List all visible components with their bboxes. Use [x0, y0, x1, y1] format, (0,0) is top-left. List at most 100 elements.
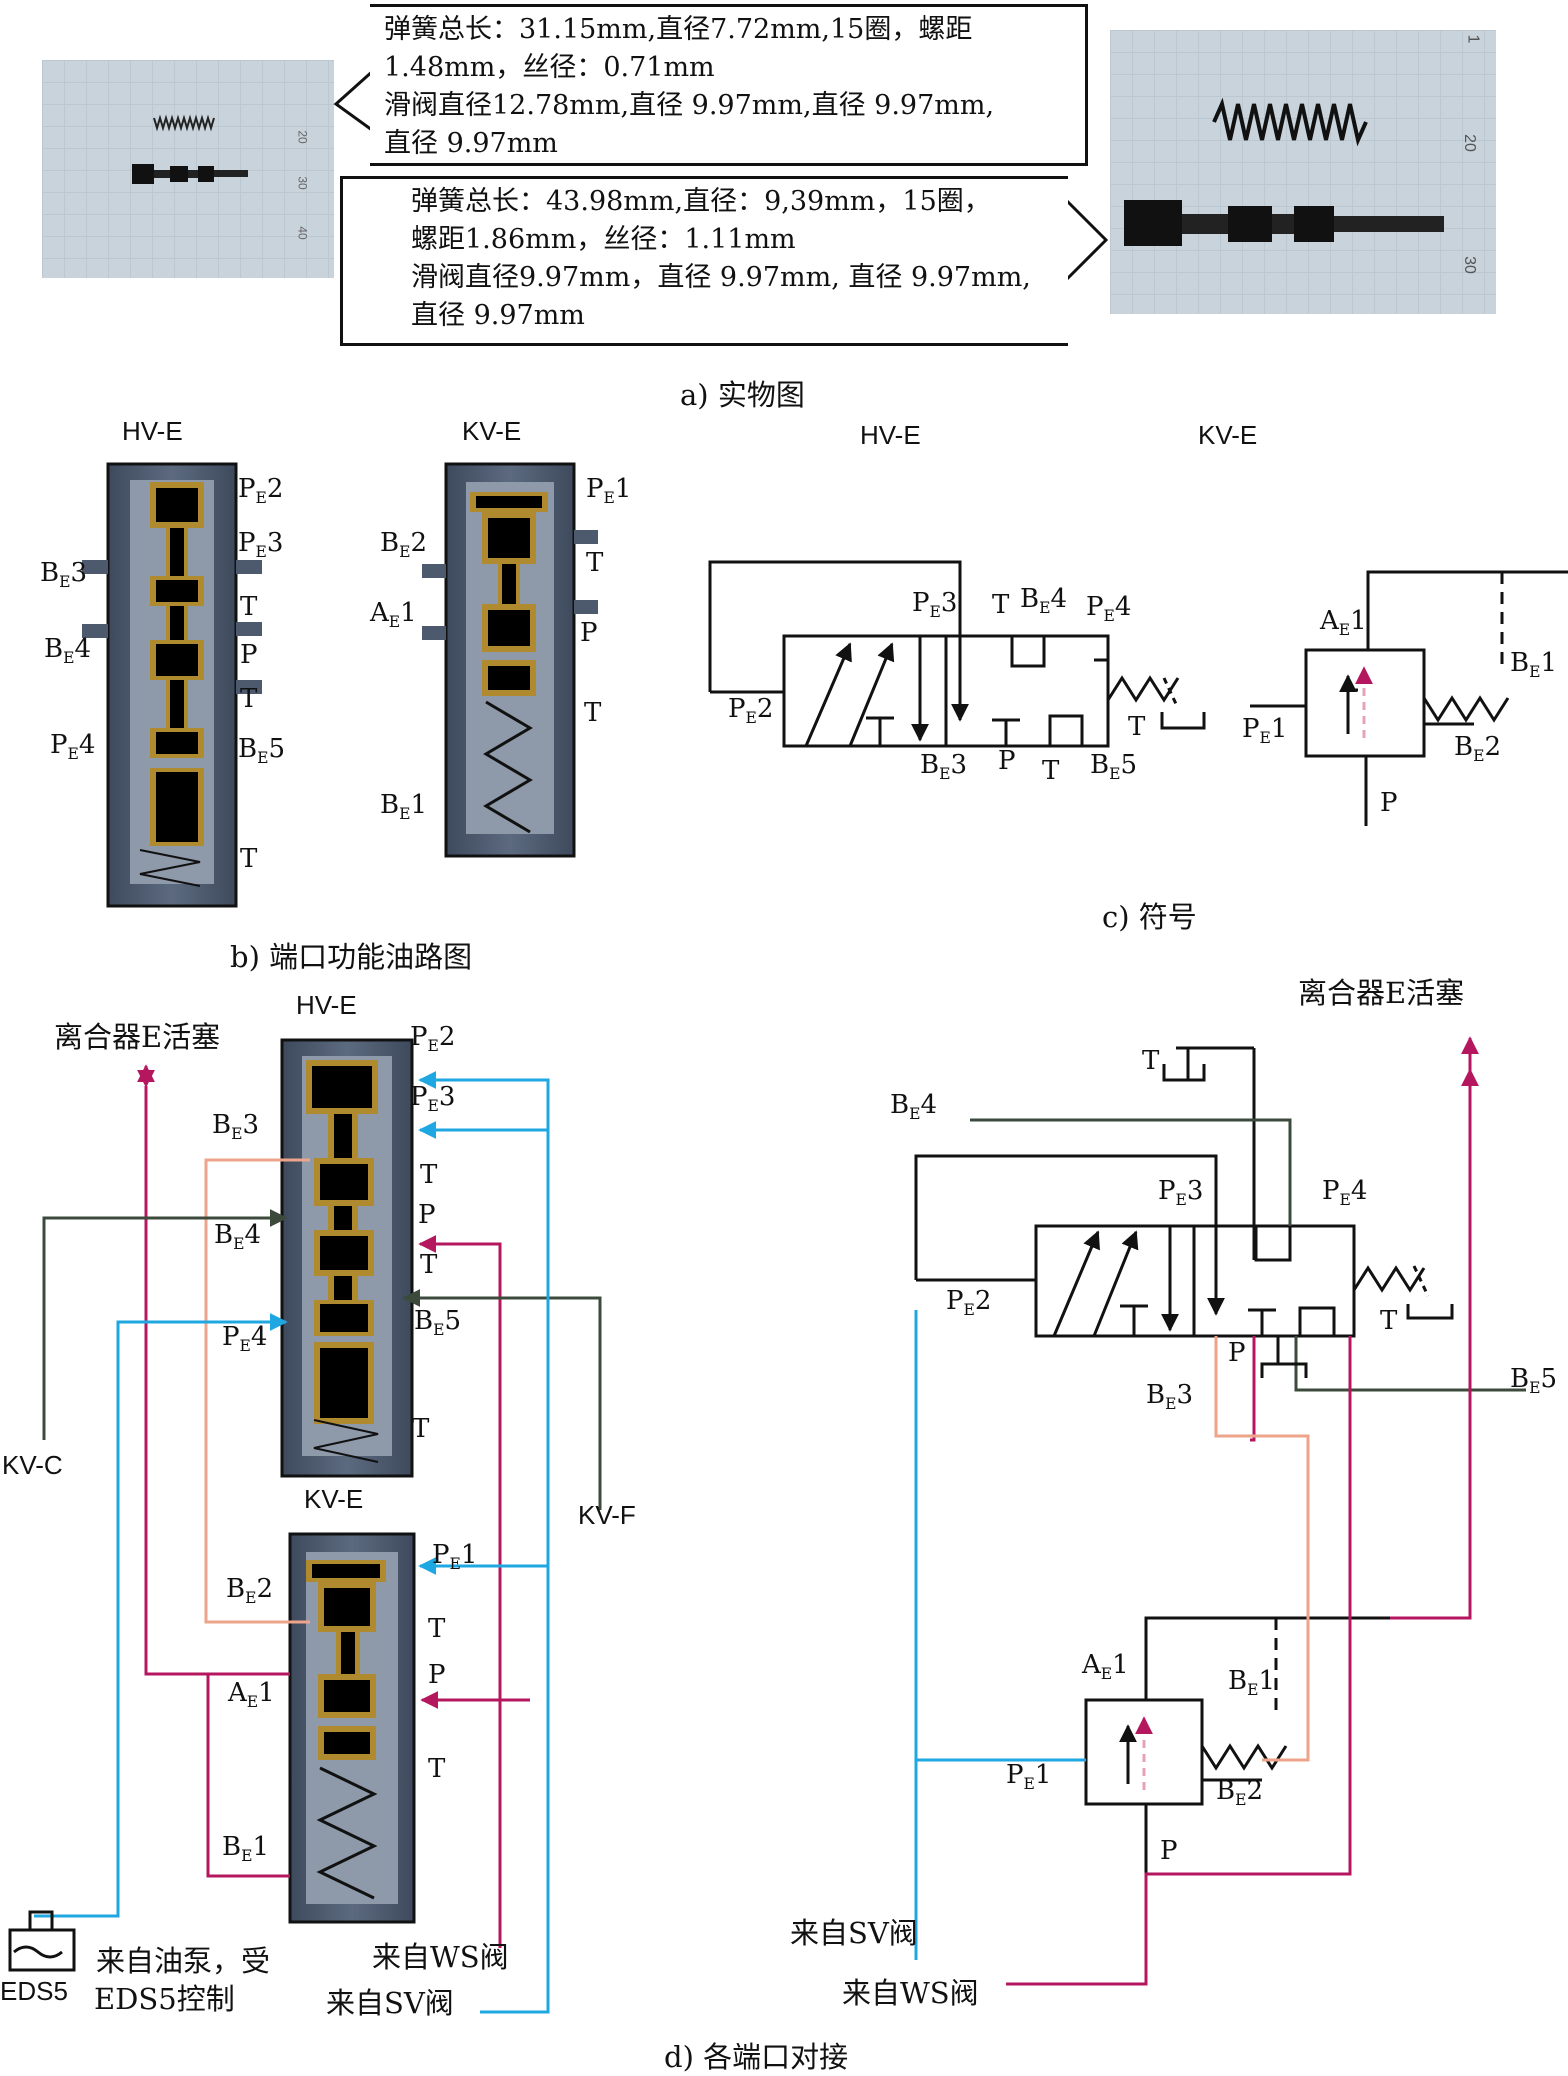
b-hv-port-4: BE4 [44, 634, 92, 668]
callout-large-spec: 弹簧总长：43.98mm,直径：9,39mm，15圈， 螺距1.86mm，丝径：… [340, 176, 1068, 346]
b-hv-port-8: BE5 [238, 734, 286, 768]
caption-c: c) 符号 [1102, 900, 1197, 934]
b-hv-title: HV-E [122, 416, 183, 446]
right-symbol-diagram [914, 1036, 1526, 1986]
caption-b: b) 端口功能油路图 [230, 940, 473, 974]
b-kv-port-2: T [586, 548, 604, 578]
d-from-sv-left: 来自SV阀 [326, 1986, 454, 2020]
d-kv-f: KV-F [578, 1500, 636, 1530]
d-right-label-1: BE4 [890, 1090, 938, 1124]
callout-small-line-1: 弹簧总长：31.15mm,直径7.72mm,15圈，螺距 [384, 14, 973, 45]
c-hv-label-9: T [1128, 712, 1146, 742]
c-kv-label-2: PE1 [1242, 714, 1288, 748]
d-left-port-9: T [412, 1414, 430, 1444]
callout-large-line-3: 滑阀直径9.97mm，直径 9.97mm, 直径 9.97mm, [411, 262, 1031, 293]
b-kv-port-5: T [584, 698, 602, 728]
b-kv-port-3: AE1 [370, 598, 417, 632]
b-hv-port-0: PE2 [238, 474, 284, 508]
callout-small-line-3: 滑阀直径12.78mm,直径 9.97mm,直径 9.97mm, [384, 90, 995, 121]
d-right-label-11: PE1 [1006, 1760, 1052, 1794]
hv-e-symbol [708, 560, 1206, 748]
b-hv-port-6: T [240, 684, 258, 714]
d-left-port-1: PE3 [410, 1082, 456, 1116]
d-left-port-8: BE5 [414, 1306, 462, 1340]
d-right-label-9: AE1 [1082, 1650, 1129, 1684]
callout-small-line-2: 1.48mm，丝径：0.71mm [384, 52, 715, 83]
d-left-port-15: T [428, 1754, 446, 1784]
d-right-label-6: P [1228, 1338, 1246, 1368]
large-spool-spring-photo [1124, 97, 1444, 246]
c-kv-label-1: BE1 [1510, 648, 1558, 682]
d-left-port-12: T [428, 1614, 446, 1644]
d-right-label-10: BE1 [1228, 1666, 1276, 1700]
d-left-port-11: BE2 [226, 1574, 274, 1608]
c-kv-label-0: AE1 [1320, 606, 1367, 640]
b-hv-port-2: BE3 [40, 558, 88, 592]
hv-e-section-d [280, 1038, 414, 1478]
d-left-port-2: BE3 [212, 1110, 260, 1144]
callout-pointers [333, 68, 1109, 282]
d-right-label-12: BE2 [1216, 1776, 1264, 1810]
b-hv-port-9: T [240, 844, 258, 874]
d-left-port-0: PE2 [410, 1022, 456, 1056]
d-eds5: EDS5 [0, 1976, 68, 2006]
b-hv-port-1: PE3 [238, 528, 284, 562]
d-left-port-6: T [420, 1250, 438, 1280]
callout-small-line-4: 直径 9.97mm [384, 128, 558, 159]
b-hv-port-5: P [240, 640, 258, 670]
caption-a: a) 实物图 [680, 378, 805, 412]
d-kv-c: KV-C [2, 1450, 63, 1480]
d-pump-line-1: 来自油泵，受 [96, 1944, 271, 1978]
b-kv-title: KV-E [462, 416, 522, 446]
d-right-label-5: T [1380, 1306, 1398, 1336]
c-kv-label-3: BE2 [1454, 732, 1502, 766]
left-connections [34, 1064, 602, 2014]
b-hv-port-3: T [240, 592, 258, 622]
d-pump-line-2: EDS5控制 [94, 1982, 235, 2016]
b-kv-port-4: P [580, 618, 598, 648]
photo-large-valve: 1 20 30 [1110, 30, 1496, 314]
d-from-ws-left: 来自WS阀 [372, 1940, 509, 1974]
kv-e-section-b [422, 462, 598, 858]
d-left-port-3: T [420, 1160, 438, 1190]
c-hv-label-1: T [992, 590, 1010, 620]
d-hv-title: HV-E [296, 990, 357, 1020]
c-hv-label-6: P [998, 746, 1016, 776]
callout-large-line-4: 直径 9.97mm [411, 300, 585, 331]
b-kv-port-1: BE2 [380, 528, 428, 562]
callout-small-spec: 弹簧总长：31.15mm,直径7.72mm,15圈，螺距 1.48mm，丝径：0… [370, 4, 1088, 166]
d-left-port-14: P [428, 1660, 446, 1690]
d-from-ws-right: 来自WS阀 [842, 1976, 979, 2010]
photo-small-valve: 20 30 40 [42, 60, 334, 278]
caption-d: d) 各端口对接 [664, 2040, 849, 2074]
kv-e-symbol [1250, 570, 1568, 826]
c-hv-label-0: PE3 [912, 588, 958, 622]
d-right-label-2: PE3 [1158, 1176, 1204, 1210]
d-left-port-7: PE4 [222, 1322, 268, 1356]
b-kv-port-6: BE1 [380, 790, 428, 824]
d-left-port-10: PE1 [432, 1540, 478, 1574]
d-right-label-7: BE5 [1510, 1364, 1558, 1398]
small-spool-spring-photo [132, 114, 248, 184]
c-hv-title: HV-E [860, 420, 921, 450]
c-hv-label-4: PE2 [728, 694, 774, 728]
callout-large-line-1: 弹簧总长：43.98mm,直径：9,39mm，15圈， [411, 186, 991, 217]
d-left-port-4: BE4 [214, 1220, 262, 1254]
b-kv-port-0: PE1 [586, 474, 632, 508]
d-clutch-right: 离合器E活塞 [1298, 976, 1465, 1010]
c-hv-label-7: T [1042, 756, 1060, 786]
d-clutch-left: 离合器E活塞 [54, 1020, 221, 1054]
b-hv-port-7: PE4 [50, 730, 96, 764]
d-left-port-5: P [418, 1200, 436, 1230]
d-left-port-13: AE1 [228, 1678, 275, 1712]
d-left-port-16: BE1 [222, 1832, 270, 1866]
d-from-sv-right: 来自SV阀 [790, 1916, 918, 1950]
d-right-label-4: PE2 [946, 1286, 992, 1320]
kv-e-section-d [288, 1532, 416, 1924]
d-right-label-13: P [1160, 1836, 1178, 1866]
eds5-solenoid-icon [8, 1910, 76, 1972]
c-hv-label-5: BE3 [920, 750, 968, 784]
c-kv-title: KV-E [1198, 420, 1258, 450]
d-right-label-0: T [1142, 1046, 1160, 1076]
